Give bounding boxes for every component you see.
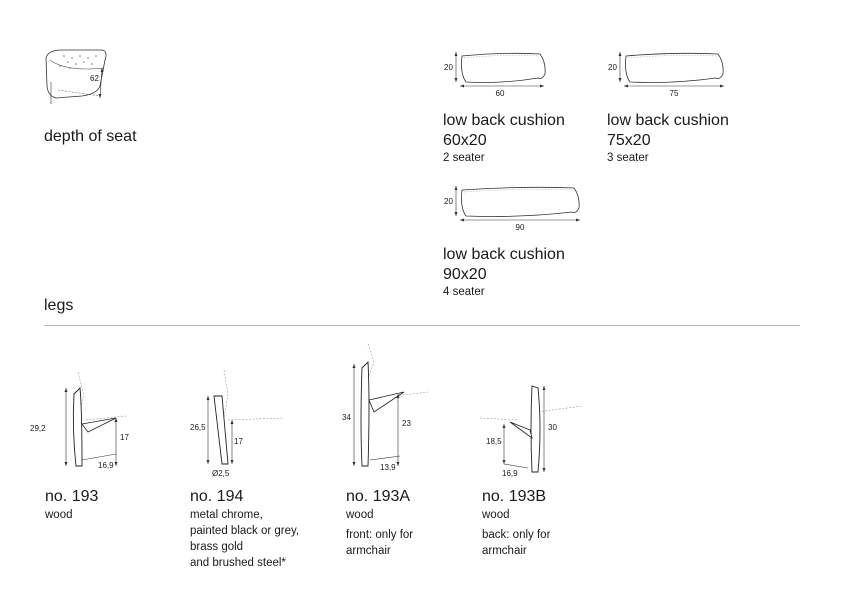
leg-193b-desc-3: armchair <box>482 545 527 557</box>
leg-193-total: 29,2 <box>30 424 46 433</box>
leg-193a-total: 34 <box>342 413 351 422</box>
cushion-60-drawing: 20 60 <box>444 52 546 98</box>
seat-depth-value: 62 <box>90 74 99 83</box>
leg-193a-desc-1: wood <box>346 509 374 521</box>
leg-194-desc-4: and brushed steel* <box>190 557 286 569</box>
cushion-75-width: 75 <box>670 89 679 98</box>
legs-heading: legs <box>44 297 74 314</box>
leg-193a-drawing: 34 23 13,9 <box>342 343 429 472</box>
section-divider <box>44 325 800 326</box>
leg-194-desc-1: metal chrome, <box>190 509 263 521</box>
cushion-75-size: 75x20 <box>607 132 651 149</box>
cushion-90-size: 90x20 <box>443 266 487 283</box>
leg-193a-seat: 23 <box>402 419 411 428</box>
cushion-90-drawing: 20 90 <box>444 186 580 232</box>
leg-194-name: no. 194 <box>190 488 244 505</box>
cushion-60-seats: 2 seater <box>443 152 485 164</box>
cushion-75-drawing: 20 75 <box>608 52 724 98</box>
cushion-75-title: low back cushion <box>607 112 729 129</box>
leg-193b-name: no. 193B <box>482 488 547 505</box>
cushion-75-seats: 3 seater <box>607 152 649 164</box>
depth-of-seat-label: depth of seat <box>44 128 137 145</box>
seat-depth-drawing: 62 <box>45 49 107 104</box>
cushion-60-title: low back cushion <box>443 112 565 129</box>
leg-193b-desc-1: wood <box>482 509 510 521</box>
leg-193-drawing: 29,2 17 16,9 <box>30 371 129 470</box>
leg-194-drawing: 26,5 17 Ø2,5 <box>190 369 285 478</box>
cushion-90-seats: 4 seater <box>443 286 485 298</box>
leg-193b-depth: 16,9 <box>502 469 518 478</box>
leg-194-seat: 17 <box>234 437 243 446</box>
leg-193b-total: 30 <box>548 423 557 432</box>
leg-193-depth: 16,9 <box>98 461 114 470</box>
leg-193b-desc-2: back: only for <box>482 529 551 541</box>
leg-193-desc-1: wood <box>45 509 73 521</box>
cushion-90-title: low back cushion <box>443 246 565 263</box>
leg-193a-name: no. 193A <box>346 488 411 505</box>
leg-193-seat: 17 <box>120 433 129 442</box>
cushion-60-width: 60 <box>496 89 505 98</box>
cushion-90-height: 20 <box>444 197 453 206</box>
leg-193b-drawing: 30 18,5 16,9 <box>479 385 583 478</box>
leg-194-total: 26,5 <box>190 423 206 432</box>
leg-193a-desc-2: front: only for <box>346 529 414 541</box>
leg-193b-seat: 18,5 <box>486 437 502 446</box>
leg-194-desc-2: painted black or grey, <box>190 525 300 537</box>
leg-194-desc-3: brass gold <box>190 541 244 553</box>
leg-193a-desc-3: armchair <box>346 545 391 557</box>
cushion-60-height: 20 <box>444 63 453 72</box>
leg-193-name: no. 193 <box>45 488 99 505</box>
leg-193a-depth: 13,9 <box>380 463 396 472</box>
cushion-60-size: 60x20 <box>443 132 487 149</box>
cushion-75-height: 20 <box>608 63 617 72</box>
leg-194-diameter: Ø2,5 <box>212 469 230 478</box>
cushion-90-width: 90 <box>516 223 525 232</box>
